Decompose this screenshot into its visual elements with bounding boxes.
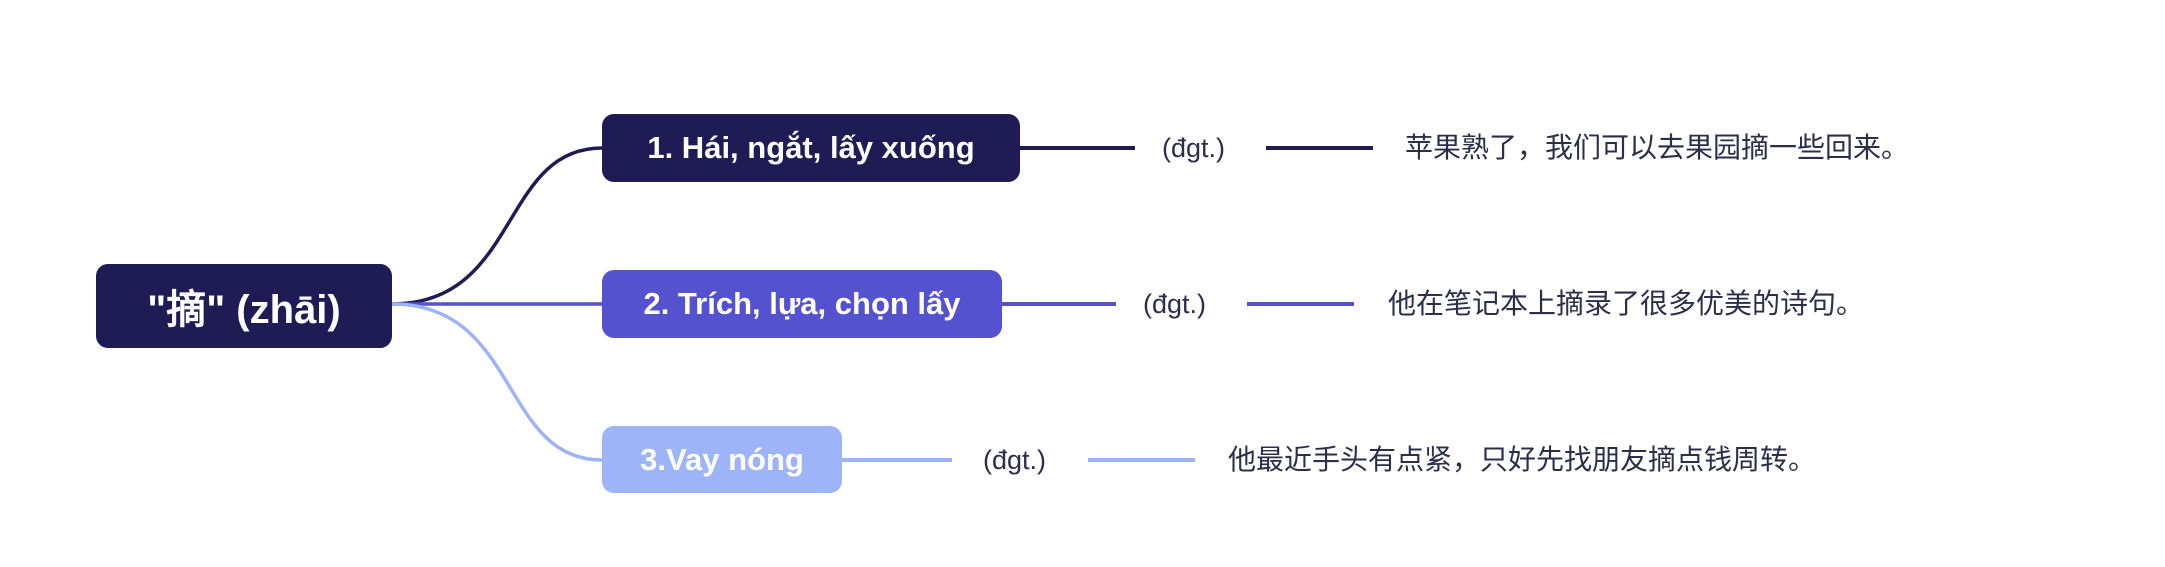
example-sentence[interactable]: 他在笔记本上摘录了很多优美的诗句。 xyxy=(1388,288,1865,319)
branch-label: 1. Hái, ngắt, lấy xuống xyxy=(647,130,975,165)
root-node[interactable]: "摘" (zhāi) xyxy=(96,264,392,348)
branch-label: 2. Trích, lựa, chọn lấy xyxy=(643,286,961,321)
branch-node-3[interactable]: 3.Vay nóng xyxy=(602,426,842,493)
branch-node-2[interactable]: 2. Trích, lựa, chọn lấy xyxy=(602,270,1002,338)
branch-label: 3.Vay nóng xyxy=(640,441,804,477)
link-root-branch-3 xyxy=(391,302,603,462)
link-root-branch-1 xyxy=(391,146,603,306)
example-sentence[interactable]: 苹果熟了，我们可以去果园摘一些回来。 xyxy=(1405,132,1910,163)
root-label: "摘" (zhāi) xyxy=(147,288,341,332)
part-of-speech-tag[interactable]: (đgt.) xyxy=(1143,289,1207,319)
part-of-speech-tag[interactable]: (đgt.) xyxy=(983,445,1047,475)
example-sentence[interactable]: 他最近手头有点紧，只好先找朋友摘点钱周转。 xyxy=(1228,444,1817,475)
branch-node-1[interactable]: 1. Hái, ngắt, lấy xuống xyxy=(602,114,1020,182)
part-of-speech-tag[interactable]: (đgt.) xyxy=(1162,133,1226,163)
